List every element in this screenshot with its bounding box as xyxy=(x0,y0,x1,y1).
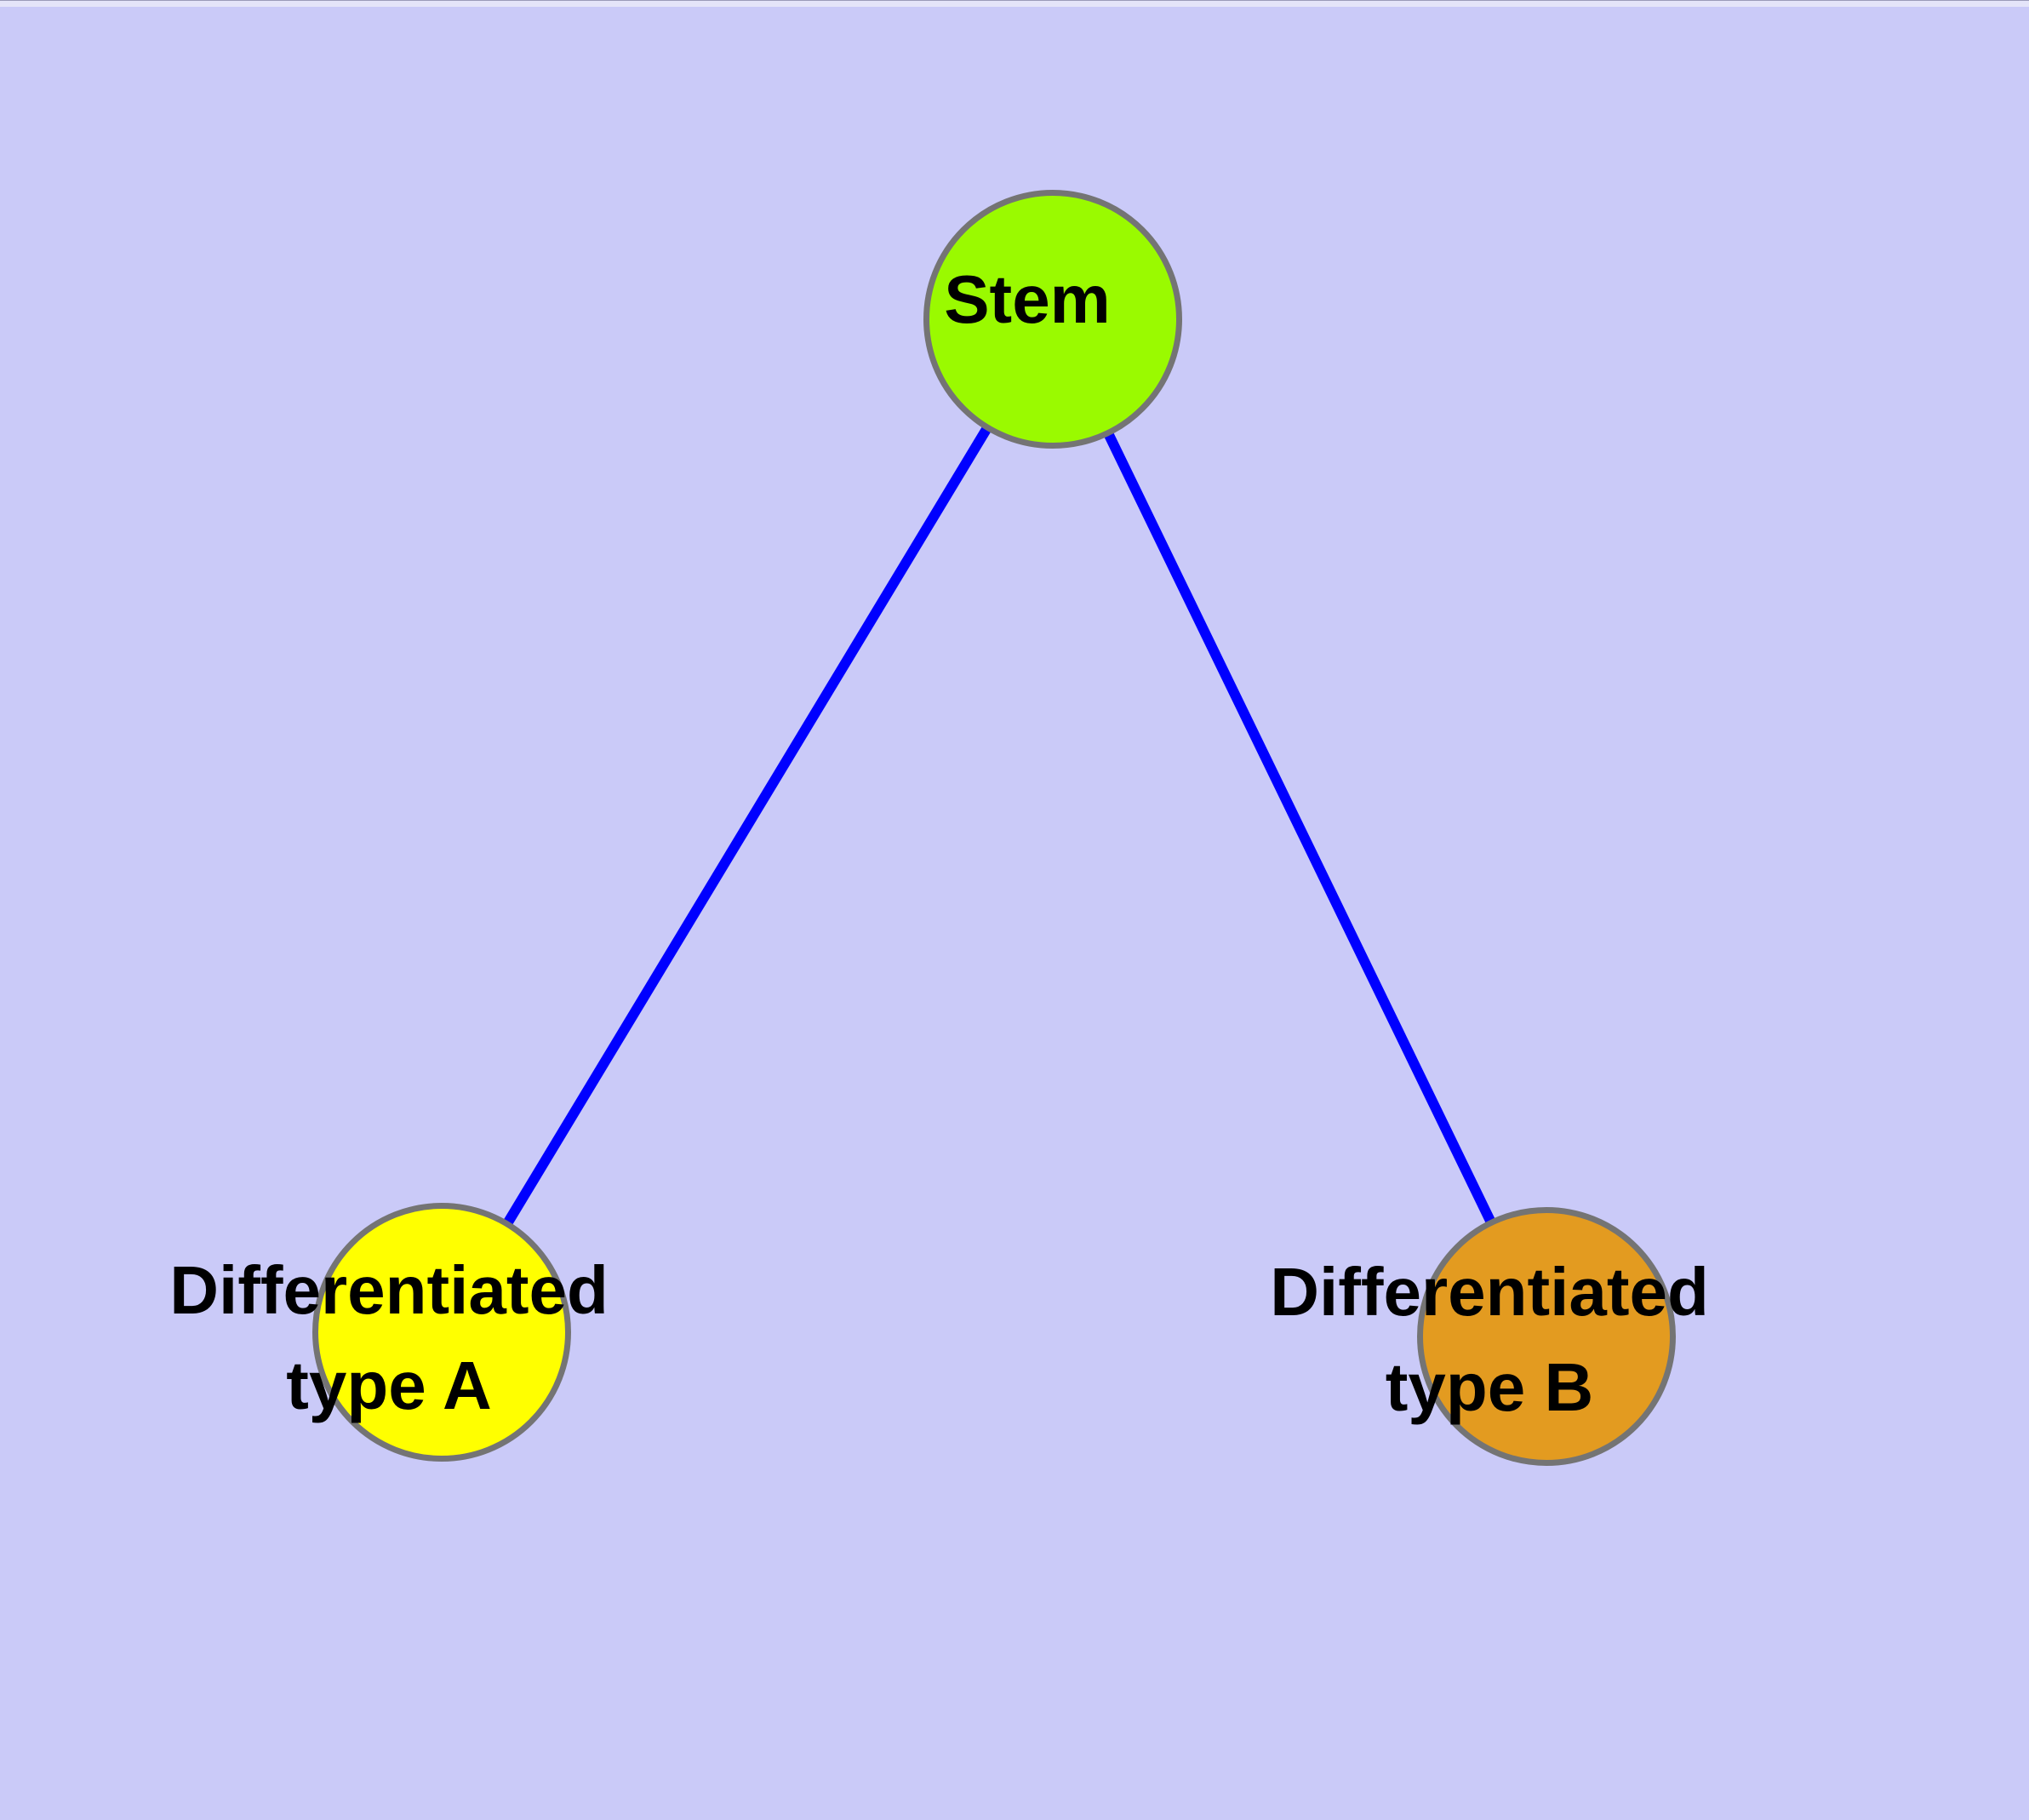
node-stem-circle xyxy=(923,190,1182,449)
node-differentiated-type-b-circle xyxy=(1417,1207,1676,1466)
label-line-2: type B xyxy=(1385,1349,1594,1425)
edge-stem-to-type-b xyxy=(1048,317,1552,1339)
label-line-1: Differentiated xyxy=(169,1252,609,1328)
node-differentiated-type-b-label: Differentiated type B xyxy=(1270,1245,1709,1435)
top-frame-line xyxy=(0,0,2029,7)
node-differentiated-type-a-label: Differentiated type A xyxy=(169,1243,609,1434)
label-line-2: type A xyxy=(286,1348,492,1423)
node-stem-label: Stem xyxy=(944,261,1111,337)
edge-stem-to-type-a xyxy=(437,316,1058,1336)
node-differentiated-type-a-circle xyxy=(312,1203,571,1462)
label-line-1: Differentiated xyxy=(1270,1254,1709,1330)
